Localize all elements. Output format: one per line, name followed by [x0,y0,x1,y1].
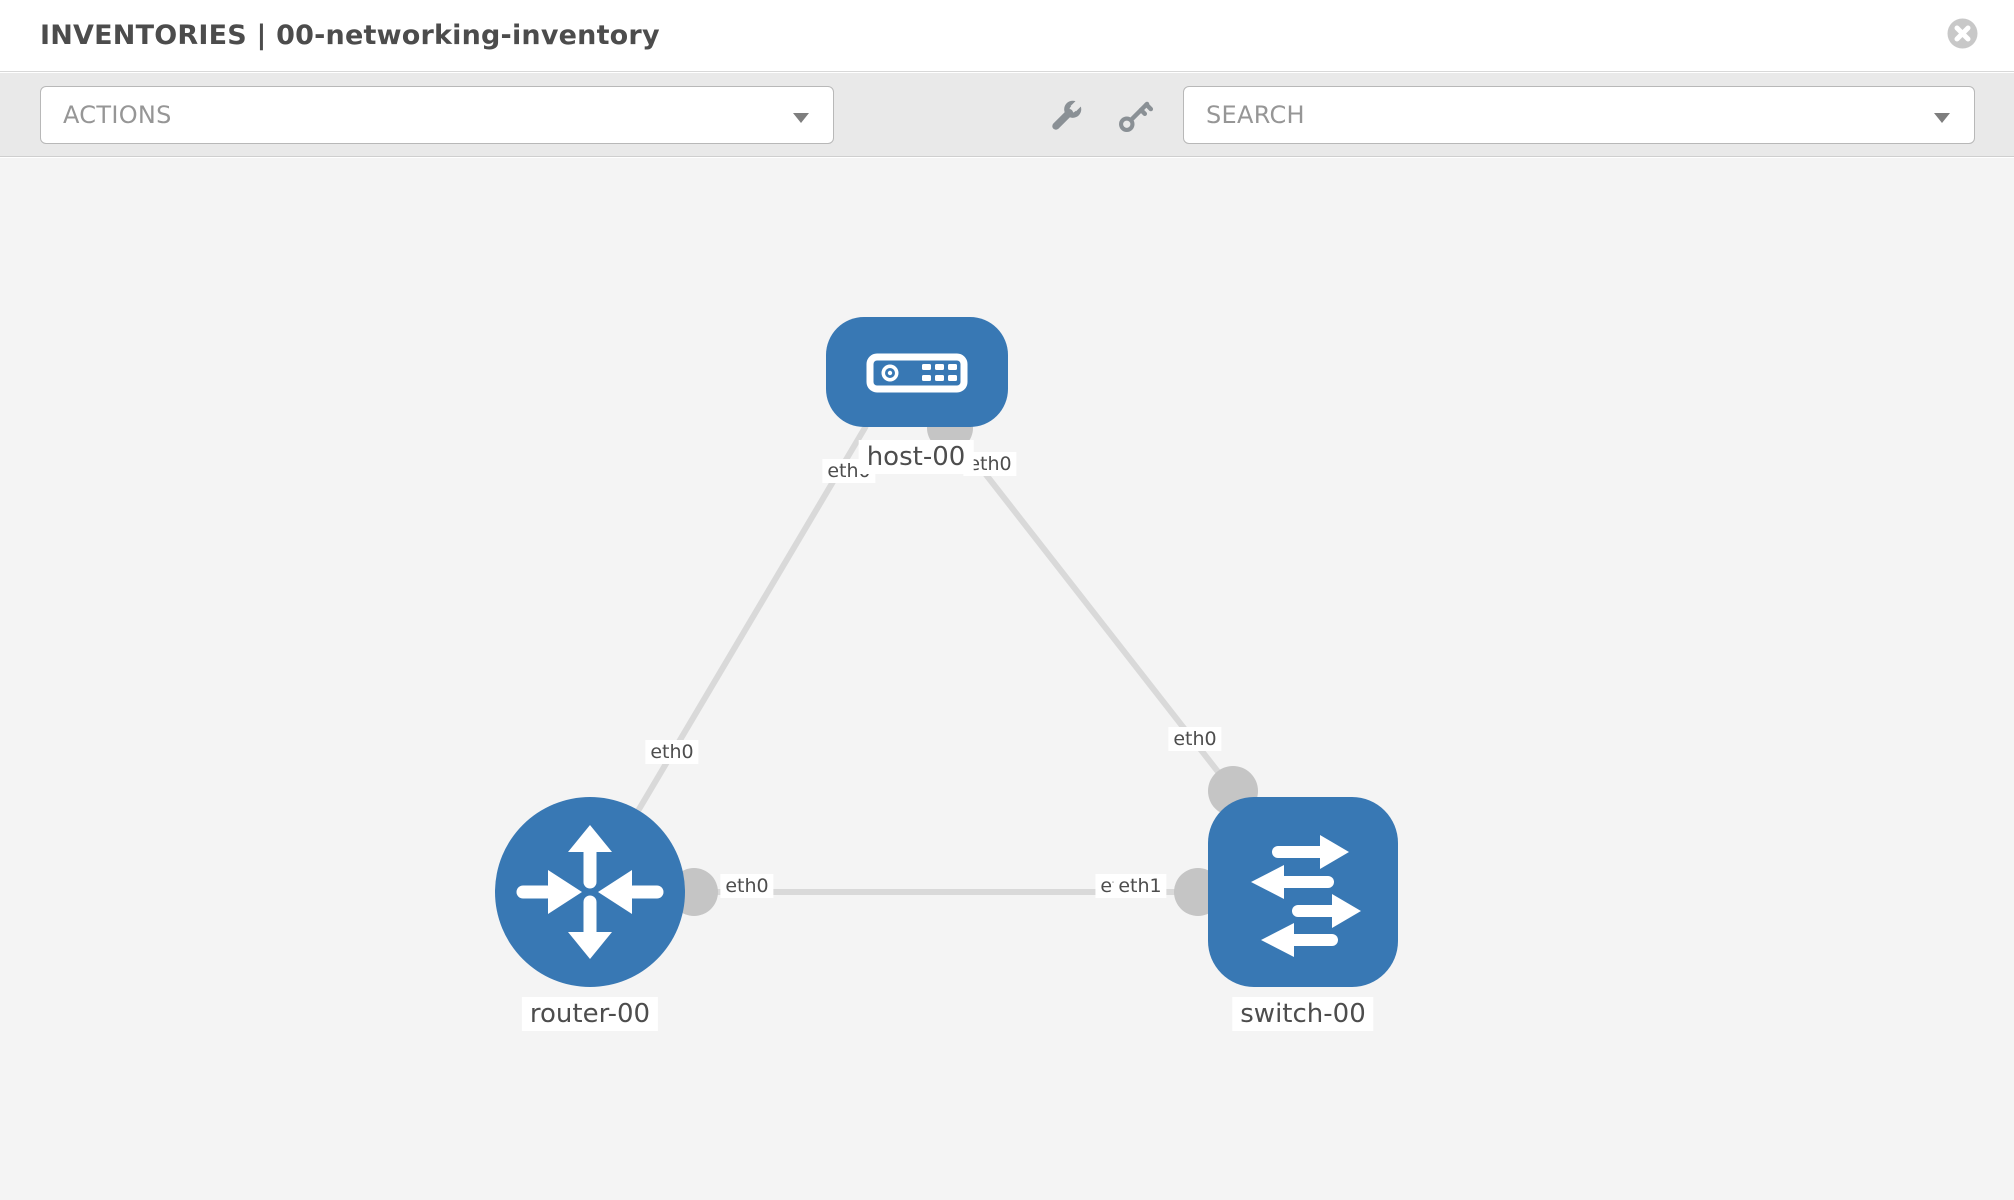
interface-label-switch-eth0-uplink: eth0 [1168,727,1222,751]
close-icon [1947,18,1978,49]
interface-label-router-eth0: eth0 [720,874,774,898]
close-button[interactable] [1947,18,1978,49]
topology-canvas[interactable]: host-00 router-00 switch-00 eth0 eth0 et… [0,158,2014,1200]
node-switch-00[interactable] [1208,797,1398,987]
switch-arrows-icon [1251,835,1361,957]
tools-key-button[interactable] [1116,97,1154,135]
chevron-down-icon [793,113,809,123]
actions-dropdown-label: ACTIONS [63,101,172,129]
inventory-name: 00-networking-inventory [276,20,660,51]
wrench-icon [1052,98,1084,130]
node-host-00[interactable] [826,317,1008,427]
chevron-down-icon [1934,113,1950,123]
node-router-00[interactable] [495,797,685,987]
tools-wrench-button[interactable] [1047,97,1085,135]
page-title: INVENTORIES | 00-networking-inventory [40,20,660,51]
interface-label-switch-eth1: eth1 [1113,874,1167,898]
router-arrows-icon [516,825,664,959]
actions-dropdown[interactable]: ACTIONS [40,86,834,144]
interface-label-router-eth0-uplink: eth0 [645,740,699,764]
header-bar: INVENTORIES | 00-networking-inventory [0,0,2014,72]
breadcrumb-separator: | [256,20,267,51]
search-dropdown-label: SEARCH [1206,101,1305,129]
node-label-host: host-00 [858,440,974,474]
breadcrumb-section: INVENTORIES [40,20,247,51]
key-icon [1119,101,1154,132]
toolbar: ACTIONS SEARCH [0,73,2014,157]
links-layer [587,405,1258,916]
search-dropdown[interactable]: SEARCH [1183,86,1975,144]
server-icon [866,353,968,393]
node-label-router: router-00 [521,997,659,1031]
node-label-switch: switch-00 [1232,997,1374,1031]
